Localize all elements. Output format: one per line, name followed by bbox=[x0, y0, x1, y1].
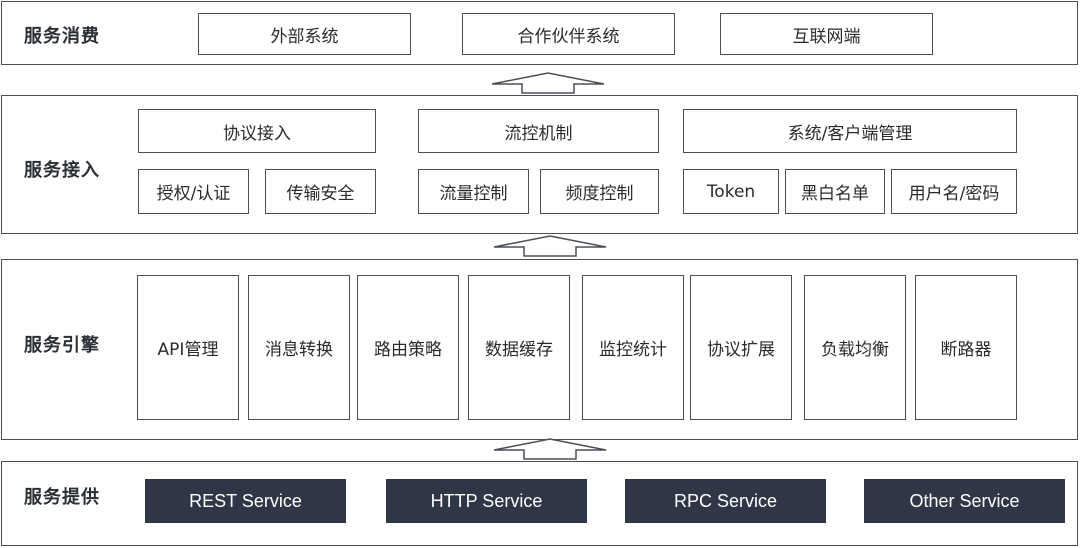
layer-title: 服务接入 bbox=[24, 160, 100, 181]
access-item: 流量控制 bbox=[418, 169, 529, 214]
service-provider: Other Service bbox=[864, 479, 1065, 523]
engine-module: 断路器 bbox=[915, 275, 1017, 420]
service-provider: HTTP Service bbox=[386, 479, 587, 523]
access-group-header: 流控机制 bbox=[418, 109, 659, 153]
access-item: 传输安全 bbox=[265, 169, 376, 214]
layer-service-access: 服务接入 协议接入 授权/认证 传输安全 流控机制 流量控制 频度控制 系统/客… bbox=[1, 95, 1078, 234]
engine-module: 路由策略 bbox=[357, 275, 459, 420]
up-arrow-icon bbox=[493, 235, 607, 257]
engine-module: 数据缓存 bbox=[468, 275, 570, 420]
consumer-box: 外部系统 bbox=[198, 13, 411, 55]
access-group-header: 协议接入 bbox=[138, 109, 376, 153]
access-item: 授权/认证 bbox=[138, 169, 249, 214]
access-item: 黑白名单 bbox=[785, 169, 885, 214]
engine-module: API管理 bbox=[137, 275, 239, 420]
access-item: 频度控制 bbox=[540, 169, 659, 214]
consumer-box: 合作伙伴系统 bbox=[462, 13, 675, 55]
access-item: Token bbox=[683, 169, 779, 214]
up-arrow-icon bbox=[493, 438, 607, 460]
layer-service-provision: 服务提供 REST Service HTTP Service RPC Servi… bbox=[1, 461, 1078, 546]
layer-service-engine: 服务引擎 API管理 消息转换 路由策略 数据缓存 监控统计 协议扩展 负载均衡… bbox=[1, 259, 1078, 440]
layer-service-consumption: 服务消费 外部系统 合作伙伴系统 互联网端 bbox=[1, 1, 1078, 65]
engine-module: 协议扩展 bbox=[690, 275, 792, 420]
engine-module: 消息转换 bbox=[248, 275, 350, 420]
engine-module: 负载均衡 bbox=[804, 275, 906, 420]
access-group-header: 系统/客户端管理 bbox=[683, 109, 1017, 153]
service-provider: RPC Service bbox=[625, 479, 826, 523]
engine-module: 监控统计 bbox=[582, 275, 684, 420]
service-provider: REST Service bbox=[145, 479, 346, 523]
layer-title: 服务提供 bbox=[24, 487, 100, 508]
consumer-box: 互联网端 bbox=[720, 13, 933, 55]
up-arrow-icon bbox=[491, 72, 605, 94]
layer-title: 服务消费 bbox=[24, 26, 100, 47]
access-item: 用户名/密码 bbox=[891, 169, 1017, 214]
layer-title: 服务引擎 bbox=[24, 335, 100, 356]
